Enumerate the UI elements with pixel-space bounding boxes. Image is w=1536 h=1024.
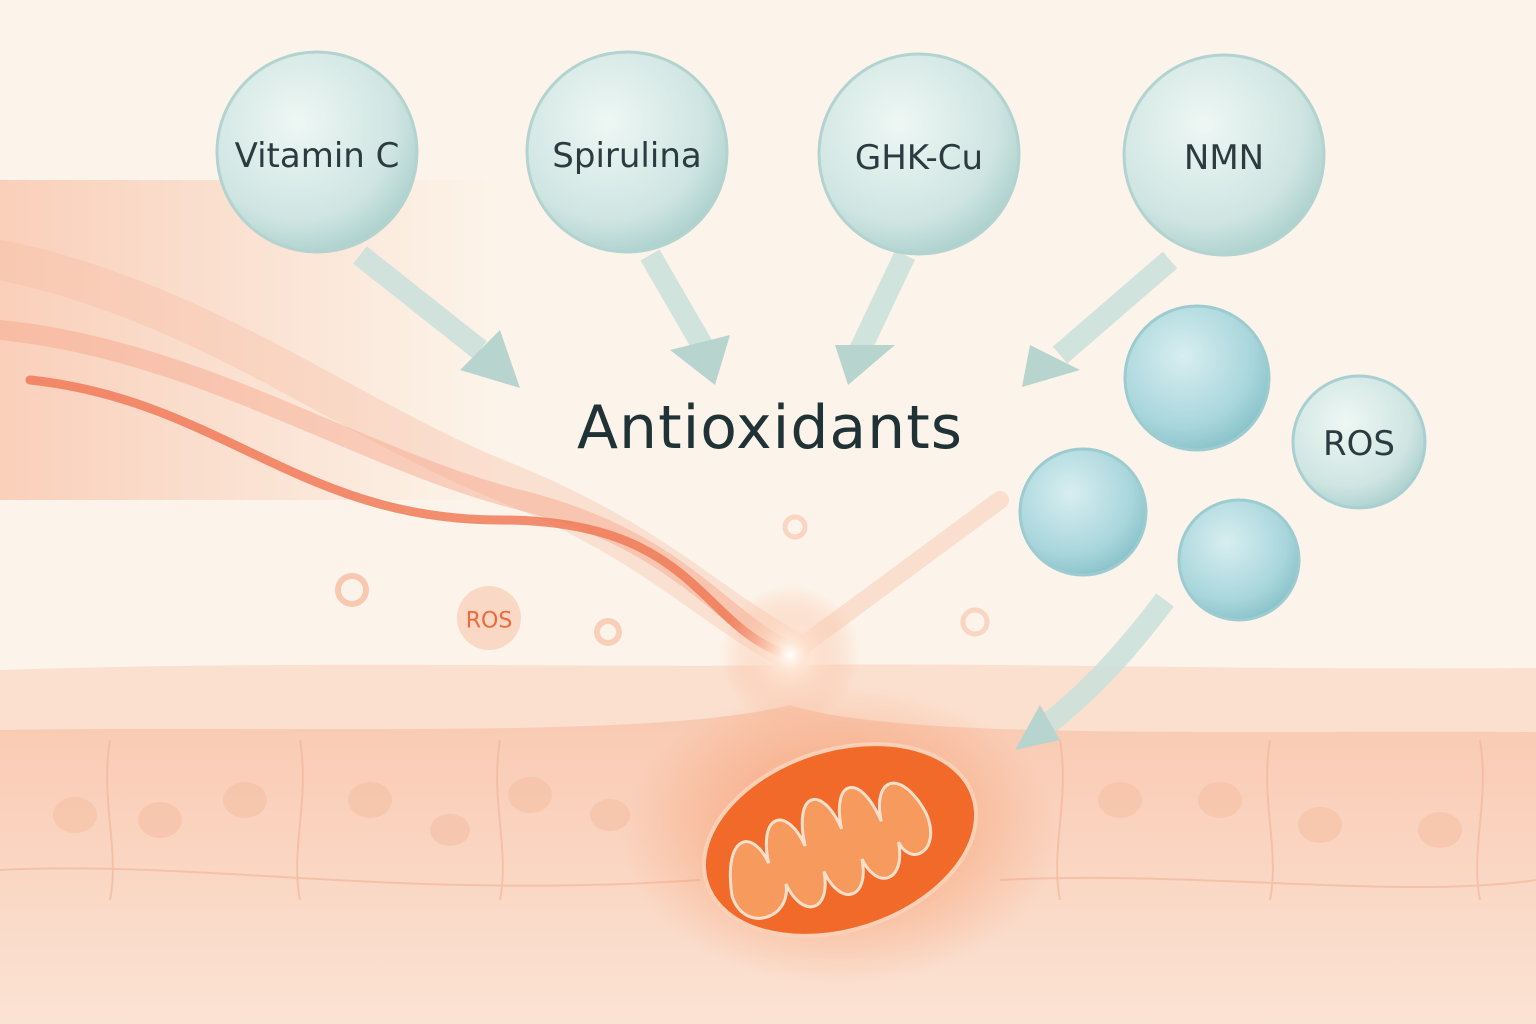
mitochondrion	[701, 742, 979, 938]
antioxidants-title: Antioxidants	[577, 393, 963, 463]
ros-bubbles	[1018, 304, 1427, 622]
spirulina-label: Spirulina	[552, 136, 702, 176]
ros-particles	[335, 514, 990, 650]
impact-flash	[720, 585, 860, 725]
vitamin-c-label: Vitamin C	[234, 136, 400, 176]
ghk-cu-label: GHK-Cu	[854, 138, 984, 178]
red-light-ray	[25, 375, 795, 660]
red-light-haze	[0, 180, 500, 500]
arrowheads	[460, 330, 1080, 750]
antioxidant-bubbles	[215, 50, 1326, 257]
nmn-label: NMN	[1183, 138, 1265, 178]
ros-bubble-label: ROS	[1323, 424, 1395, 464]
ros-small-label: ROS	[465, 608, 513, 634]
cell-nuclei	[53, 777, 1462, 848]
cell-walls	[0, 739, 1536, 901]
arrows	[353, 246, 1178, 739]
